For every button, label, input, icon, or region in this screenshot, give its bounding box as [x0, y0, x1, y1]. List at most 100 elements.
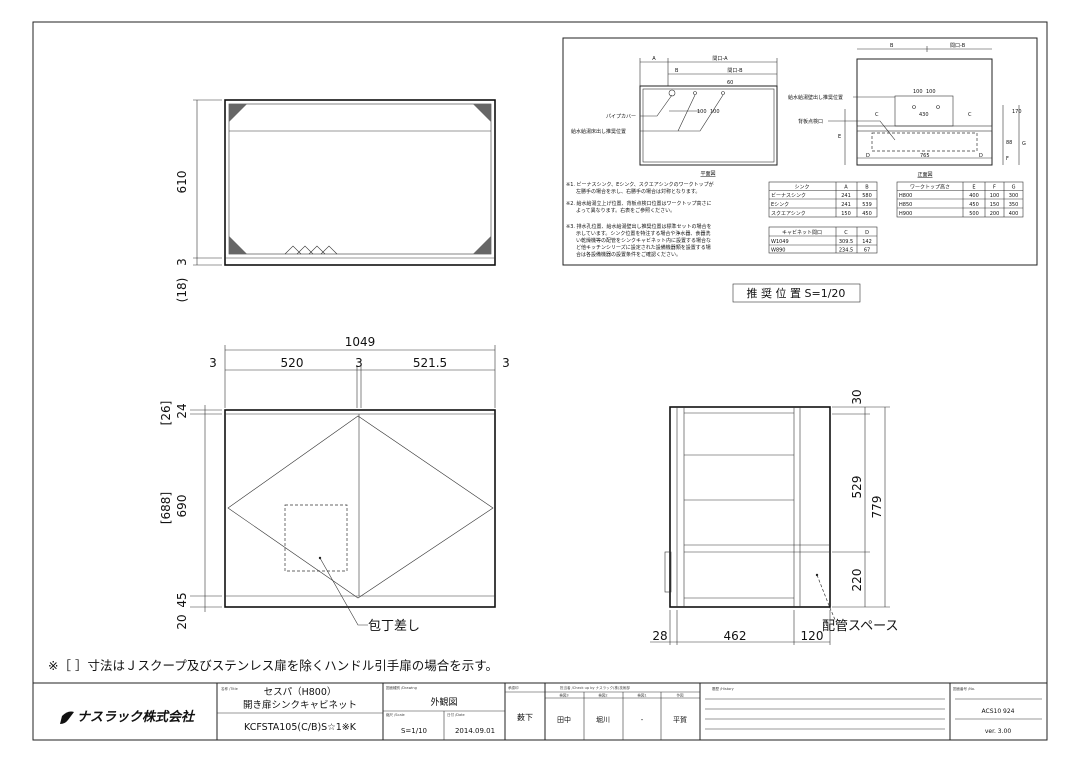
table-cell: 450 — [862, 211, 872, 217]
elev-dim-88: 88 — [1006, 140, 1012, 146]
inset-caption: 推 奨 位 置 S=1/20 — [747, 286, 846, 300]
table-cell: H850 — [899, 202, 912, 208]
note-line: ※1. ビーナスシンク、Eシンク、スクエアシンクのワークトップが — [566, 181, 714, 188]
plan-label-floor-supply: 給水給湯床出し推奨位置 — [571, 128, 626, 135]
table-cell: 150 — [990, 202, 1000, 208]
table-cell: W890 — [771, 248, 786, 254]
table-header: D — [865, 230, 869, 236]
sink-table: シンク A B ビーナスシンク 241 580 Eシンク 241 539 スクエ… — [768, 181, 878, 218]
dim-right-2: 220 — [850, 569, 864, 592]
plan-dim-100b: 100 — [710, 109, 720, 115]
dim-left-top: 24 — [175, 403, 189, 418]
table-cell: 500 — [969, 211, 979, 217]
scale-value: S=1/10 — [401, 727, 427, 735]
dim-bottom-1: 462 — [724, 629, 747, 643]
table-header: F — [993, 185, 996, 191]
title-line2: 開き扉シンクキャビネット — [243, 699, 357, 711]
table-cell: 200 — [990, 211, 1000, 217]
date-label: 日付 /Date — [447, 712, 465, 717]
plan-dim-b: B — [675, 68, 679, 74]
table-cell: 350 — [1009, 202, 1019, 208]
plan-label-pipe-cover: パイプカバー — [606, 114, 636, 120]
dim-top-1: 520 — [281, 356, 304, 370]
title-block: ナスラック株式会社 名称 /Title セスパ（H800） 開き扉シンクキャビネ… — [32, 682, 1048, 741]
drawing-type: 外観図 — [430, 696, 457, 708]
note-line: 合は各設備機器の設置条件をご確認ください。 — [566, 251, 681, 258]
note-line: 左勝手の場合を示し、右勝手の場合は対称となります。 — [566, 188, 700, 195]
dim-top-0: 3 — [209, 356, 217, 370]
dim-bottom: 3 — [175, 258, 189, 266]
drawing-type-label: 図面種別 /Drawing — [386, 685, 417, 690]
table-header: B — [865, 185, 869, 191]
plan-dim-open-a: 間口-A — [712, 56, 728, 62]
table-cell: 67 — [864, 248, 870, 254]
table-cell: 400 — [969, 193, 979, 199]
version: ver. 3.00 — [985, 728, 1012, 735]
title-label: 名称 /Title — [221, 686, 238, 691]
dim-top-3: 521.5 — [413, 356, 447, 370]
check-col: 検図2 — [598, 693, 607, 698]
elev-dim-c2: C — [968, 112, 972, 118]
side-view: 配管スペース 30 529 220 779 28 462 120 — [650, 389, 898, 645]
history-label: 履歴 /History — [712, 686, 734, 691]
approval-label: 承認印 — [508, 685, 519, 690]
callout-piping-space: 配管スペース — [822, 619, 898, 634]
drawing-no-label: 図面番号 /No. — [953, 686, 975, 691]
table-cell: 142 — [862, 239, 872, 245]
dim-top-2: 3 — [355, 356, 363, 370]
elev-caption: 正面図 — [917, 172, 932, 178]
table-cell: 241 — [841, 193, 851, 199]
plan-dim-60: 60 — [727, 80, 733, 86]
worktop-table: ワークトップ高さ E F G H800 400 100 300 H850 450… — [896, 181, 1024, 218]
dim-right-0: 30 — [850, 389, 864, 404]
table-header: ワークトップ高さ — [910, 184, 950, 191]
table-cell: 309.5 — [839, 239, 853, 245]
elev-dim-e: E — [838, 134, 841, 140]
note-line: 示しています。シンク位置を特注する場合や浄水器、食器洗 — [566, 230, 710, 237]
cabinet-table: キャビネット間口 C D W1049 309.5 142 W890 234.5 … — [768, 226, 878, 254]
front-view: 1049 3 520 3 521.5 3 包丁差し [26] 24 [688] … — [159, 335, 510, 634]
plan-caption: 平面図 — [700, 171, 715, 177]
approval-name: 薮下 — [517, 712, 533, 722]
table-cell: 150 — [841, 211, 851, 217]
dim-left-bottom-upper: 45 — [175, 592, 189, 607]
drawing-no: ACS10 924 — [982, 708, 1015, 715]
table-header: C — [844, 230, 848, 236]
note-line: い乾燥機等の配管をシンクキャビネット内に設置する場合な — [566, 237, 711, 244]
table-cell: 450 — [969, 202, 979, 208]
table-header: E — [972, 185, 975, 191]
elev-dim-c1: C — [875, 112, 879, 118]
elev-dim-open-b: 間口-B — [950, 43, 966, 49]
dim-left-top-alt: [26] — [159, 401, 173, 426]
elev-dim-100a: 100 — [913, 89, 923, 95]
note-line: ※2. 給水給湯立上げ位置、背板点検口位置はワークトップ高さに — [566, 200, 712, 207]
elev-dim-100b: 100 — [926, 89, 936, 95]
inset-notes: ※1. ビーナスシンク、Eシンク、スクエアシンクのワークトップが 左勝手の場合を… — [566, 181, 714, 258]
elev-dim-765: 765 — [920, 153, 930, 159]
table-cell: H800 — [899, 193, 912, 199]
note-line: よって異なります。右表をご参照ください。 — [566, 207, 675, 214]
company-name: ナスラック株式会社 — [77, 709, 196, 725]
table-cell: 300 — [1009, 193, 1019, 199]
dim-bottom-2: 120 — [801, 629, 824, 643]
dim-left-bottom: 20 — [175, 614, 189, 629]
table-cell: スクエアシンク — [771, 211, 806, 217]
plan-dim-open-b: 間口-B — [727, 68, 743, 74]
dim-total-width: 1049 — [345, 335, 376, 349]
table-header: シンク — [794, 185, 809, 191]
check-name: 堀川 — [596, 715, 610, 724]
scale-label: 縮尺 /Scale — [386, 712, 405, 717]
dim-left-mid-alt: [688] — [159, 492, 173, 524]
logo-mark-icon — [60, 711, 74, 724]
elev-label-inspection: 背板点検口 — [798, 118, 823, 125]
recommended-position-inset: A 間口-A B 間口-B 60 100 100 パイプカバー 給水給湯床出し推… — [562, 37, 1038, 266]
check-col: 作図 — [677, 693, 685, 698]
date-value: 2014.09.01 — [455, 727, 495, 735]
dim-left-mid: 690 — [175, 495, 189, 518]
check-col: 検図3 — [559, 693, 568, 698]
plan-dim-100a: 100 — [697, 109, 707, 115]
table-cell: Eシンク — [771, 202, 789, 208]
elev-dim-d2: D — [979, 153, 983, 159]
dim-bottom-0: 28 — [652, 629, 667, 643]
